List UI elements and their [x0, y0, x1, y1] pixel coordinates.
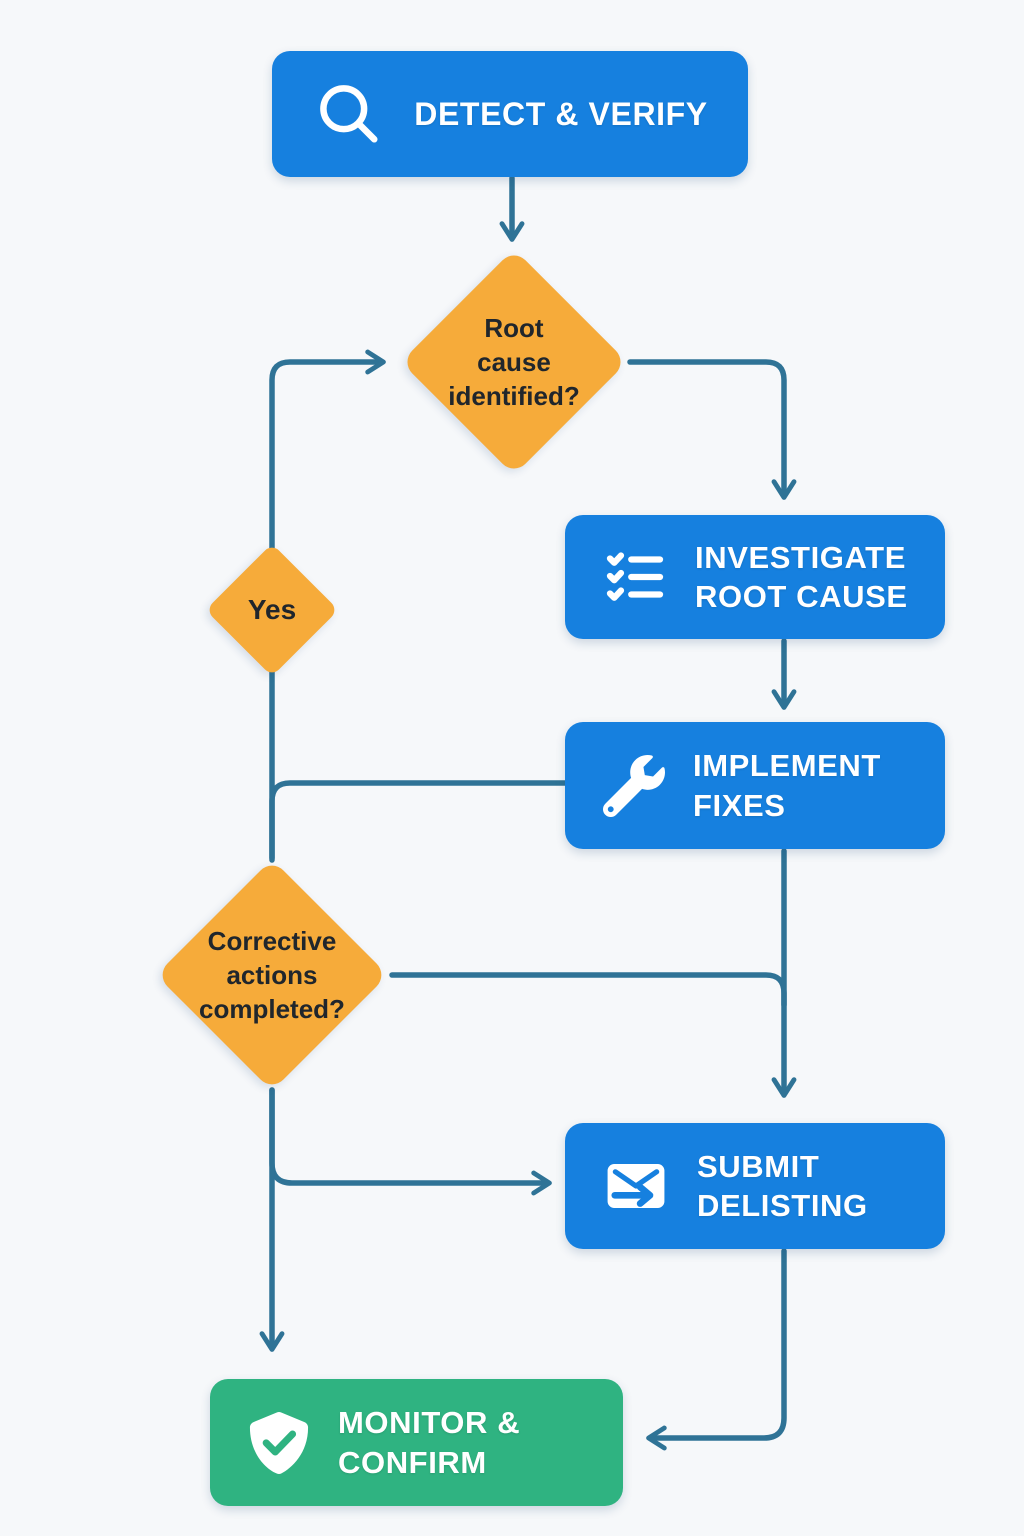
wrench-icon	[603, 754, 665, 817]
node-detect-verify: DETECT & VERIFY	[272, 51, 748, 177]
node-submit-delisting: SUBMIT DELISTING	[565, 1123, 945, 1249]
magnifier-icon	[312, 77, 386, 151]
decision-root-cause-identified: Root cause identified?	[400, 248, 628, 476]
node-label: MONITOR & CONFIRM	[338, 1405, 521, 1480]
edge-rootcause-to-investigate	[627, 359, 797, 500]
edge-submit-to-monitor	[646, 1248, 787, 1451]
node-label: SUBMIT DELISTING	[697, 1148, 868, 1223]
edge-implement-to-corrective	[269, 780, 568, 861]
node-monitor-confirm: MONITOR & CONFIRM	[210, 1379, 623, 1506]
decision-label: Root cause identified?	[448, 312, 580, 412]
send-envelope-icon	[603, 1155, 669, 1217]
checklist-icon	[603, 547, 667, 607]
decision-label: Yes	[247, 593, 297, 625]
node-label: INVESTIGATE ROOT CAUSE	[695, 539, 908, 614]
shield-check-icon	[248, 1410, 310, 1476]
decision-label: Corrective actions completed?	[199, 925, 345, 1025]
edge-yes-loop-to-rootcause	[269, 349, 386, 863]
edge-corrective-to-submit	[269, 1087, 552, 1196]
decision-corrective-actions-completed: Corrective actions completed?	[152, 855, 392, 1095]
edge-corrective-right-merge	[389, 972, 787, 1008]
node-label: DETECT & VERIFY	[414, 95, 708, 132]
node-investigate-root-cause: INVESTIGATE ROOT CAUSE	[565, 515, 945, 639]
node-implement-fixes: IMPLEMENT FIXES	[565, 722, 945, 849]
node-label: IMPLEMENT FIXES	[693, 748, 881, 823]
connector-label-yes: Yes	[204, 542, 340, 678]
